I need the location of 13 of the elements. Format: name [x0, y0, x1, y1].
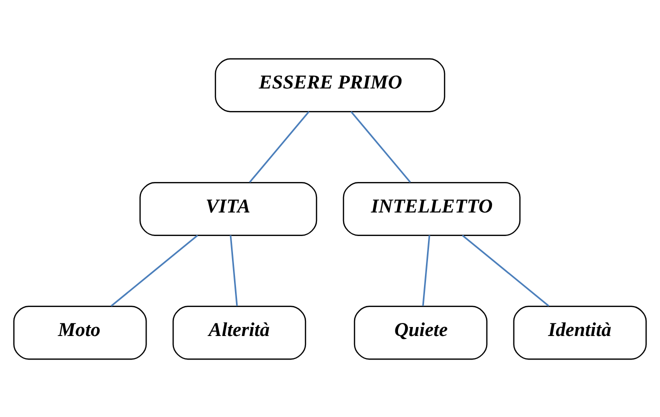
- connector: [110, 234, 198, 306]
- node-box: Alterità: [172, 305, 306, 360]
- connector: [249, 110, 310, 182]
- connector: [462, 234, 550, 306]
- connector: [422, 234, 430, 306]
- node-box: Moto: [13, 305, 147, 360]
- node-box: Quiete: [354, 305, 488, 360]
- node-box: ESSERE PRIMO: [214, 58, 446, 112]
- node-box: VITA: [139, 182, 318, 236]
- connector: [350, 110, 411, 182]
- connector: [230, 234, 238, 306]
- node-box: INTELLETTO: [342, 182, 521, 236]
- node-box: Identità: [513, 305, 647, 360]
